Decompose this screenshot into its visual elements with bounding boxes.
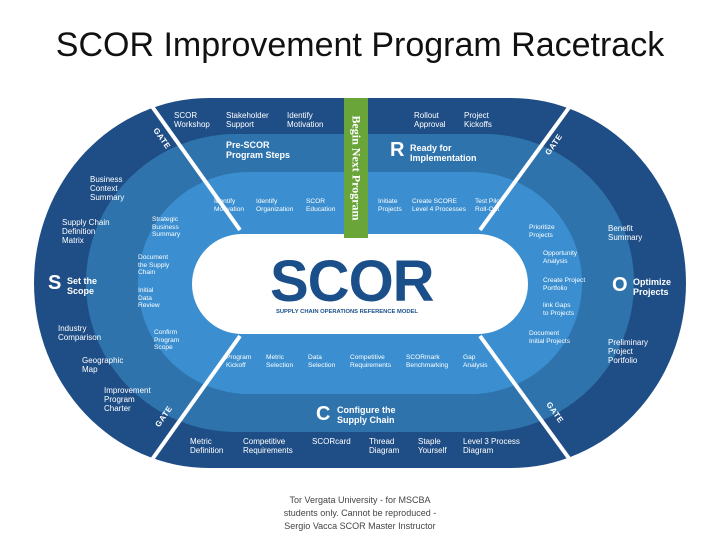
phase-s-title: Set the Scope <box>67 276 98 296</box>
inner-initial-data-review: Initial Data Review <box>138 287 160 310</box>
outer-scorcard: SCORcard <box>312 437 351 446</box>
outer-metric-definition: Metric Definition <box>190 437 224 455</box>
footer-note: Tor Vergata University - for MSCBA stude… <box>283 495 437 531</box>
phase-c-letter: C <box>316 403 331 425</box>
phase-c-title: Configure the Supply Chain <box>337 405 396 425</box>
gate-divider-top-right <box>478 96 578 232</box>
inner-test-pilot: Test Pilot Roll-Out <box>475 198 502 213</box>
outer-identify-motivation: Identify Motivation <box>287 111 324 129</box>
inner-confirm-program-scope: Confirm Program Scope <box>154 329 180 352</box>
inner-prioritize-projects: Prioritize Projects <box>529 224 555 239</box>
begin-next-program-label: Begin Next Program <box>349 115 364 221</box>
outer-rollout-approval: Rollout Approval <box>414 111 446 129</box>
phase-s-letter: S <box>48 272 62 294</box>
outer-scor-workshop: SCOR Workshop <box>174 111 210 129</box>
outer-supply-chain-definition-matrix: Supply Chain Definition Matrix <box>62 218 110 245</box>
outer-improvement-program-charter: Improvement Program Charter <box>104 386 151 413</box>
outer-benefit-summary: Benefit Summary <box>608 224 643 242</box>
outer-stakeholder-support: Stakeholder Support <box>226 111 269 129</box>
outer-industry-comparison: Industry Comparison <box>58 324 102 342</box>
phase-pre-scor-title: Pre-SCOR Program Steps <box>226 140 291 160</box>
inner-competitive-requirements: Competitive Requirements <box>350 354 392 369</box>
inner-create-project-portfolio: Create Project Portfolio <box>543 277 586 292</box>
scor-logo: SCOR <box>270 249 435 314</box>
outer-project-kickoffs: Project Kickoffs <box>464 111 492 129</box>
inner-scor-education: SCOR Education <box>306 198 336 213</box>
gate-divider-top-left <box>144 96 242 232</box>
inner-identify-organization: Identify Organization <box>256 198 294 213</box>
inner-strategic-business-summary: Strategic Business Summary <box>152 216 181 239</box>
outer-staple-yourself: Staple Yourself <box>418 437 447 455</box>
inner-create-level4: Create SCORE Level 4 Processes <box>412 198 466 213</box>
inner-scormark-benchmarking: SCORmark Benchmarking <box>406 354 449 369</box>
outer-business-context-summary: Business Context Summary <box>90 175 125 202</box>
slide-title: SCOR Improvement Program Racetrack <box>55 26 665 64</box>
inner-opportunity-analysis: Opportunity Analysis <box>543 250 578 265</box>
inner-document-supply-chain: Document the Supply Chain <box>138 254 170 277</box>
phase-o-title: Optimize Projects <box>633 277 672 297</box>
inner-link-gaps-to-projects: link Gaps to Projects <box>543 302 575 317</box>
inner-document-initial-projects: Document Initial Projects <box>529 330 571 345</box>
inner-initiate-projects: Initiate Projects <box>378 198 402 213</box>
inner-gap-analysis: Gap Analysis <box>463 354 488 369</box>
inner-identify-motivation: Identify Motivation <box>214 198 245 213</box>
begin-next-program-bar: Begin Next Program <box>344 98 368 238</box>
inner-data-selection: Data Selection <box>308 354 336 369</box>
inner-metric-selection: Metric Selection <box>266 354 294 369</box>
outer-preliminary-project-portfolio: Preliminary Project Portfolio <box>608 338 649 365</box>
outer-geographic-map: Geographic Map <box>82 356 124 374</box>
phase-r-letter: R <box>390 139 405 161</box>
scor-logo-subtitle: SUPPLY CHAIN OPERATIONS REFERENCE MODEL <box>276 309 418 315</box>
phase-r-title: Ready for Implementation <box>410 143 477 163</box>
outer-competitive-requirements: Competitive Requirements <box>243 437 293 455</box>
gate-divider-bottom-left <box>144 334 242 470</box>
inner-program-kickoff: Program Kickoff <box>226 354 252 369</box>
center-field <box>192 234 528 334</box>
phase-o-letter: O <box>612 274 628 296</box>
outer-thread-diagram: Thread Diagram <box>369 437 400 455</box>
outer-level3-process-diagram: Level 3 Process Diagram <box>463 437 520 455</box>
gate-divider-bottom-right <box>478 334 578 470</box>
